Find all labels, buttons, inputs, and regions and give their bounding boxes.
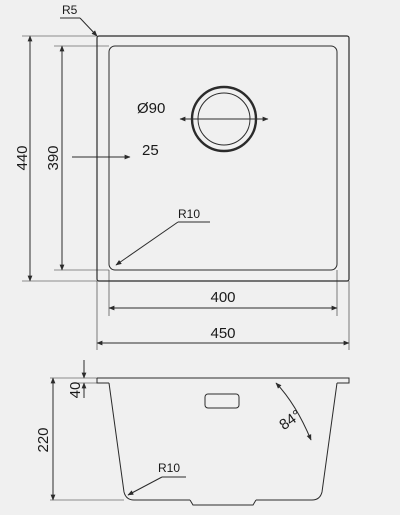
total-depth-label: 220 bbox=[35, 427, 52, 452]
wall-offset-label: 25 bbox=[142, 142, 159, 159]
outer-radius-leader bbox=[79, 17, 98, 37]
sink-outer-outline bbox=[96, 35, 350, 282]
inner-width-label: 400 bbox=[210, 289, 235, 306]
sink-inner-bowl bbox=[108, 45, 338, 271]
overflow-slot bbox=[204, 393, 240, 409]
outer-height-label: 440 bbox=[14, 145, 31, 170]
rim-height-label: 40 bbox=[67, 382, 84, 399]
outer-width-label: 450 bbox=[210, 325, 235, 342]
inner-height-label: 390 bbox=[45, 145, 62, 170]
wall-angle-label: 84° bbox=[276, 407, 304, 434]
drain-diameter-label: Ø90 bbox=[137, 100, 165, 117]
outer-radius-label: R5 bbox=[62, 3, 78, 17]
inner-radius-label: R10 bbox=[178, 207, 200, 221]
bottom-radius-leader bbox=[127, 476, 163, 496]
sink-left-wall bbox=[108, 382, 190, 501]
wall-angle-arc bbox=[275, 382, 312, 441]
sink-rim-profile bbox=[96, 377, 350, 384]
bottom-radius-label: R10 bbox=[158, 461, 180, 475]
sink-right-wall bbox=[256, 382, 338, 501]
side-view bbox=[50, 360, 350, 506]
sink-bottom-drain-recess bbox=[189, 499, 257, 506]
top-view bbox=[22, 17, 350, 350]
inner-radius-leader bbox=[115, 221, 179, 266]
